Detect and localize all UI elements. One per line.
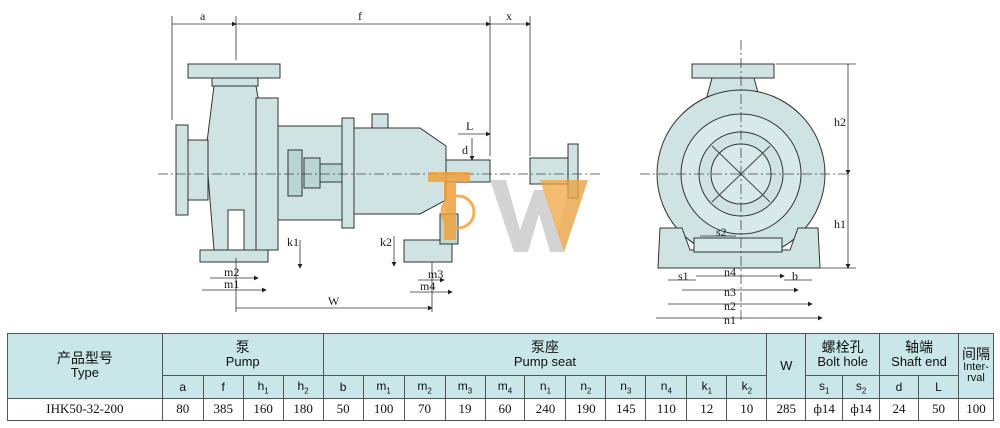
cell-m1: 100 xyxy=(362,397,405,422)
cell-a: 80 xyxy=(161,397,204,422)
dim-s1: s1 xyxy=(678,269,689,283)
dim-n4: n4 xyxy=(724,265,736,279)
watermark-logo xyxy=(428,172,588,252)
dim-h2: h2 xyxy=(834,115,846,129)
dim-s2: s2 xyxy=(716,225,727,239)
cell-L: 50 xyxy=(917,397,959,422)
col-n2: n2 xyxy=(565,375,607,399)
col-d: d xyxy=(879,375,919,399)
cell-h1: 160 xyxy=(242,397,284,422)
dim-x: x xyxy=(506,9,512,23)
cell-s1: ф14 xyxy=(805,397,844,422)
side-view xyxy=(175,63,579,263)
cell-type: IHK50-32-200 xyxy=(7,397,163,422)
dim-n3: n3 xyxy=(724,285,736,299)
suction-flange xyxy=(175,124,189,216)
cell-m3: 19 xyxy=(444,397,486,422)
col-L: L xyxy=(917,375,959,399)
col-m2: m2 xyxy=(403,375,446,399)
flange-neck xyxy=(211,77,259,87)
w-header: W xyxy=(766,333,807,399)
front-discharge-flange xyxy=(691,63,775,79)
dim-k1: k1 xyxy=(287,235,299,249)
cell-x: 100 xyxy=(957,397,995,422)
col-f: f xyxy=(202,375,244,399)
col-k2: k2 xyxy=(726,375,768,399)
col-h1: h1 xyxy=(242,375,284,399)
cell-s2: ф14 xyxy=(842,397,881,422)
dim-k2: k2 xyxy=(380,235,392,249)
pump-foot xyxy=(199,249,269,263)
col-h2: h2 xyxy=(282,375,324,399)
cell-b: 50 xyxy=(322,397,364,422)
dim-b: b xyxy=(792,269,798,283)
dim-n2: n2 xyxy=(724,299,736,313)
table-row: IHK50-32-200 80 385 160 180 50 100 70 19… xyxy=(7,397,995,422)
cell-W: 285 xyxy=(766,397,807,422)
col-n1: n1 xyxy=(524,375,567,399)
dim-W: W xyxy=(328,294,340,308)
cell-k1: 12 xyxy=(686,397,728,422)
cell-n3: 145 xyxy=(605,397,647,422)
col-m3: m3 xyxy=(444,375,486,399)
dim-m4: m4 xyxy=(420,279,435,293)
col-s2: s2 xyxy=(842,375,881,399)
oil-cap xyxy=(371,113,389,129)
suction-neck xyxy=(187,139,209,201)
cell-m4: 60 xyxy=(484,397,526,422)
dim-h1: h1 xyxy=(834,217,846,231)
bearing-housing xyxy=(353,127,447,215)
dim-m2: m2 xyxy=(224,265,239,279)
pump-dimension-drawing: a f x L d k1 k2 m2 m1 m3 m4 W xyxy=(158,9,856,327)
cell-f: 385 xyxy=(202,397,244,422)
cell-n2: 190 xyxy=(565,397,607,422)
col-b: b xyxy=(322,375,364,399)
col-m4: m4 xyxy=(484,375,526,399)
dim-a: a xyxy=(200,9,206,23)
cell-n4: 110 xyxy=(645,397,688,422)
cell-h2: 180 xyxy=(282,397,324,422)
cell-n1: 240 xyxy=(524,397,567,422)
bearing-flange xyxy=(341,117,355,229)
col-n4: n4 xyxy=(645,375,688,399)
cell-m2: 70 xyxy=(403,397,446,422)
dim-n1: n1 xyxy=(724,313,736,327)
col-a: a xyxy=(161,375,204,399)
cell-d: 24 xyxy=(879,397,919,422)
cell-k2: 10 xyxy=(726,397,768,422)
dim-L: L xyxy=(466,119,473,133)
discharge-flange xyxy=(187,63,281,79)
seat-foot xyxy=(403,239,453,263)
col-n3: n3 xyxy=(605,375,647,399)
col-m1: m1 xyxy=(362,375,405,399)
front-seat xyxy=(657,227,821,269)
dim-m1: m1 xyxy=(224,277,239,291)
dim-d: d xyxy=(462,143,468,157)
dim-f: f xyxy=(358,9,362,23)
dim-m3: m3 xyxy=(428,267,443,281)
col-k1: k1 xyxy=(686,375,728,399)
col-s1: s1 xyxy=(805,375,844,399)
